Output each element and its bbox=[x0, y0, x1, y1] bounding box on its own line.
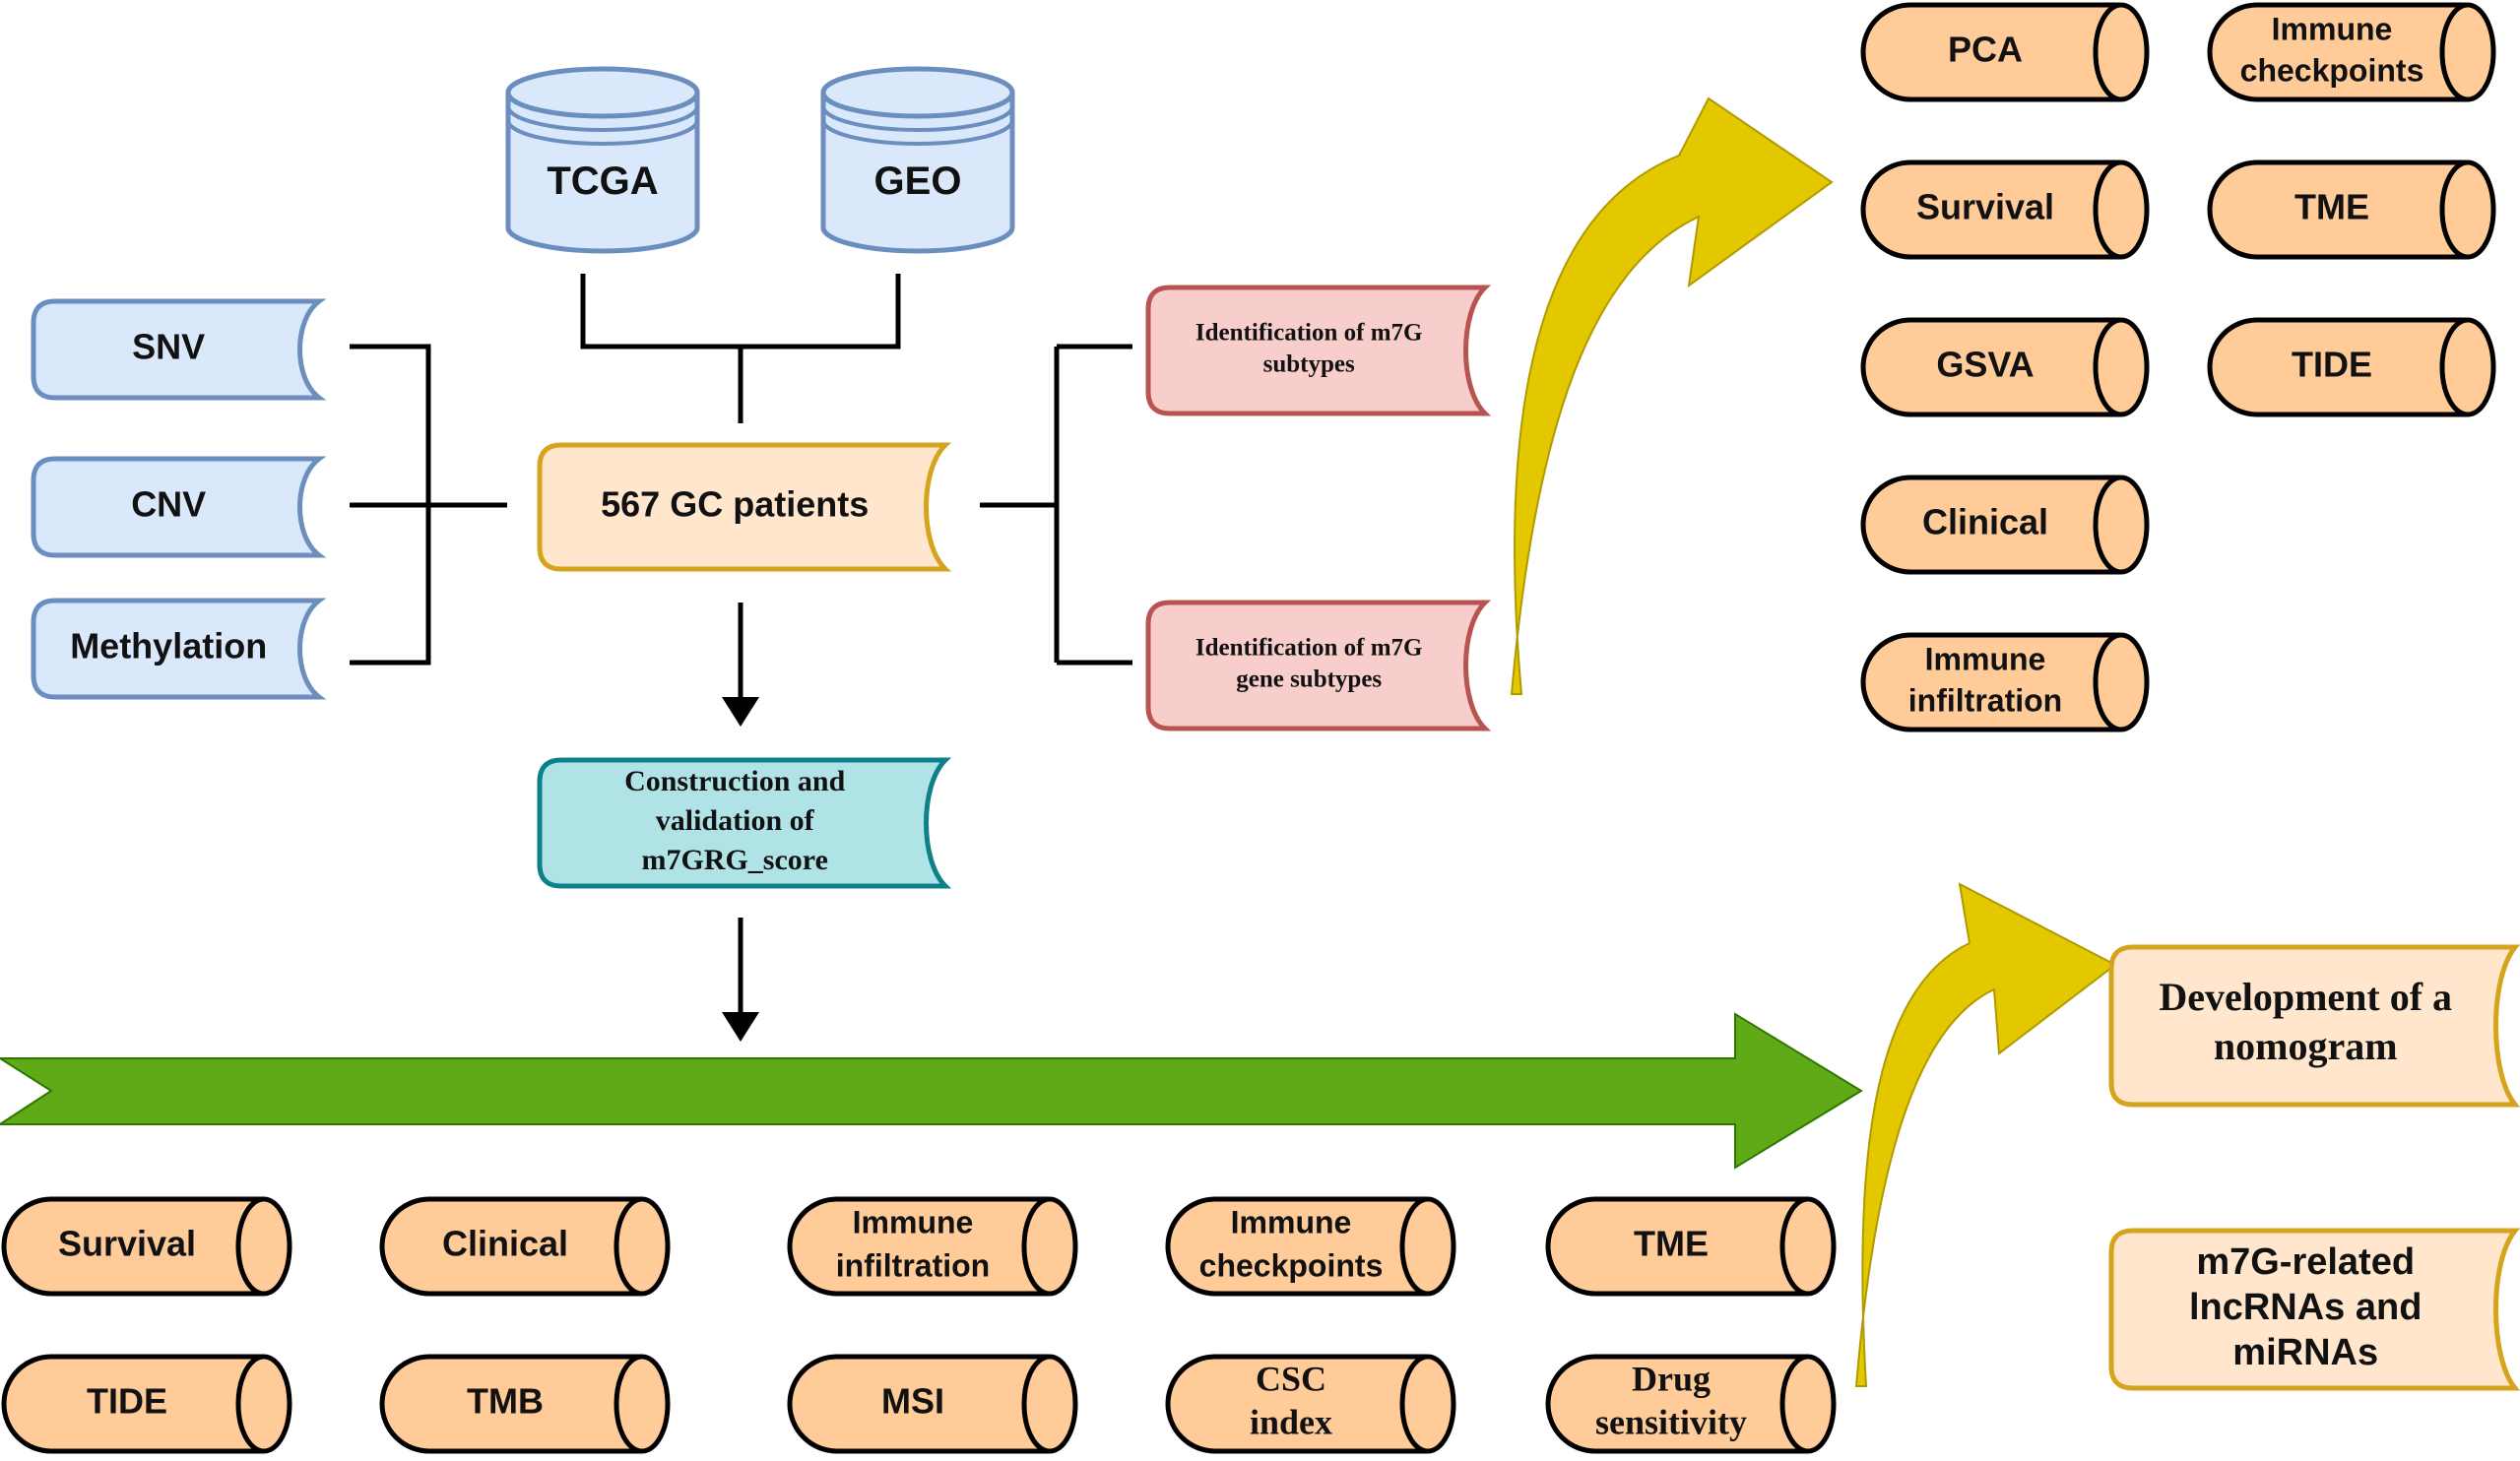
center-patients-text: 567 GC patients bbox=[601, 484, 869, 525]
center-patients-shape bbox=[537, 442, 952, 572]
center-patients: 567 GC patients bbox=[537, 442, 952, 572]
outcome-nomogram-shape bbox=[2108, 944, 2520, 1108]
subtype-analysis-4: Immune infiltration bbox=[1860, 632, 2150, 732]
score-box-text: validation of bbox=[656, 804, 815, 837]
score-analysis-2-text: infiltration bbox=[836, 1247, 990, 1283]
score-analysis-8: CSC index bbox=[1165, 1354, 1456, 1454]
subtype-analysis-0-text: PCA bbox=[1948, 30, 2023, 70]
score-analysis-4: TME bbox=[1545, 1196, 1837, 1297]
subtype-box-1-shape bbox=[1145, 600, 1492, 731]
score-analysis-1: Clinical bbox=[379, 1196, 671, 1297]
arrow-head-analyses bbox=[722, 1012, 759, 1042]
score-analysis-4-text: TME bbox=[1634, 1224, 1709, 1264]
omics-snv-text: SNV bbox=[132, 327, 205, 367]
subtype-analysis-2-text: GSVA bbox=[1936, 345, 2034, 385]
omics-snv: SNV bbox=[31, 298, 327, 401]
omics-methylation: Methylation bbox=[31, 598, 327, 700]
subtype-box-1-text: gene subtypes bbox=[1236, 667, 1382, 693]
database-tcga: TCGA bbox=[505, 66, 700, 254]
database-geo-label: GEO bbox=[874, 159, 962, 203]
outcome-lncrnas-shape bbox=[2108, 1228, 2520, 1391]
score-analysis-3: Immune checkpoints bbox=[1165, 1196, 1456, 1297]
score-analysis-7: MSI bbox=[787, 1354, 1078, 1454]
outcome-lncrnas-text: lncRNAs and bbox=[2189, 1287, 2422, 1328]
outcome-nomogram-text: Development of a bbox=[2159, 975, 2452, 1019]
subtype-box-1-text: Identification of m7G bbox=[1195, 635, 1423, 662]
subtype-analysis-7-text: TIDE bbox=[2292, 345, 2372, 385]
database-tcga-label: TCGA bbox=[547, 159, 658, 203]
outcome-nomogram-text: nomogram bbox=[2214, 1024, 2398, 1068]
score-analysis-6: TMB bbox=[379, 1354, 671, 1454]
subtype-analysis-7: TIDE bbox=[2207, 317, 2496, 417]
outcome-lncrnas-text: m7G-related bbox=[2196, 1241, 2415, 1283]
omics-cnv: CNV bbox=[31, 456, 327, 558]
score-analysis-0: Survival bbox=[1, 1196, 292, 1297]
subtype-connector bbox=[980, 344, 1132, 666]
outcome-lncrnas-text: miRNAs bbox=[2232, 1332, 2378, 1373]
score-analysis-6-text: TMB bbox=[467, 1381, 544, 1422]
score-analysis-8-text: index bbox=[1250, 1402, 1332, 1441]
omics-cnv-text: CNV bbox=[131, 484, 206, 525]
subtype-analysis-4-text: infiltration bbox=[1908, 682, 2062, 718]
score-analysis-0-text: Survival bbox=[58, 1224, 196, 1264]
score-analysis-3-text: checkpoints bbox=[1199, 1247, 1384, 1283]
subtype-box-0-text: subtypes bbox=[1263, 351, 1355, 378]
score-box-text: m7GRG_score bbox=[641, 844, 827, 876]
arrow-head-score bbox=[722, 697, 759, 727]
score-box-shape bbox=[537, 757, 952, 889]
outcome-nomogram: Development of a nomogram bbox=[2108, 944, 2520, 1108]
subtype-box-1: Identification of m7G gene subtypes bbox=[1145, 600, 1492, 731]
subtype-analysis-1-text: Survival bbox=[1916, 187, 2054, 227]
score-analysis-3-text: Immune bbox=[1231, 1204, 1352, 1239]
subtype-analysis-3: Clinical bbox=[1860, 475, 2150, 575]
score-analysis-8-text: CSC bbox=[1256, 1359, 1326, 1398]
score-analysis-7-text: MSI bbox=[881, 1381, 944, 1422]
subtype-analysis-4-text: Immune bbox=[1925, 641, 2046, 676]
green-arrow bbox=[0, 1012, 1863, 1170]
score-box-text: Construction and bbox=[624, 765, 846, 797]
score-box: Construction and validation of m7GRG_score bbox=[537, 757, 952, 889]
subtype-box-0-text: Identification of m7G bbox=[1195, 320, 1423, 347]
subtype-analysis-0: PCA bbox=[1860, 2, 2150, 102]
score-analysis-1-text: Clinical bbox=[442, 1224, 568, 1264]
subtype-analysis-5: Immune checkpoints bbox=[2207, 2, 2496, 102]
score-analysis-2: Immune infiltration bbox=[787, 1196, 1078, 1297]
score-analysis-9-text: Drug bbox=[1632, 1359, 1711, 1398]
omics-snv-shape bbox=[31, 298, 327, 401]
subtype-analysis-5-text: checkpoints bbox=[2240, 52, 2424, 88]
gold-arrow-lower bbox=[1854, 882, 2117, 1387]
subtype-analysis-2: GSVA bbox=[1860, 317, 2150, 417]
connectors bbox=[350, 274, 1132, 1024]
score-analysis-2-text: Immune bbox=[853, 1204, 974, 1239]
score-analysis-9-text: sensitivity bbox=[1595, 1402, 1747, 1441]
db-connector bbox=[580, 274, 901, 423]
subtype-box-0-shape bbox=[1145, 285, 1492, 416]
subtype-analysis-1: Survival bbox=[1860, 159, 2150, 260]
omics-methylation-shape bbox=[31, 598, 327, 700]
subtype-box-0: Identification of m7G subtypes bbox=[1145, 285, 1492, 416]
subtype-analysis-6-text: TME bbox=[2294, 187, 2369, 227]
score-analysis-5-text: TIDE bbox=[87, 1381, 167, 1422]
subtype-analysis-3-text: Clinical bbox=[1922, 502, 2048, 542]
omics-connector bbox=[350, 344, 507, 666]
omics-methylation-text: Methylation bbox=[70, 626, 267, 667]
omics-cnv-shape bbox=[31, 456, 327, 558]
database-geo: GEO bbox=[820, 66, 1015, 254]
score-analysis-5: TIDE bbox=[1, 1354, 292, 1454]
gold-arrow-upper bbox=[1510, 96, 1834, 695]
subtype-analysis-6: TME bbox=[2207, 159, 2496, 260]
score-analysis-9: Drug sensitivity bbox=[1545, 1354, 1837, 1454]
subtype-analysis-5-text: Immune bbox=[2272, 11, 2393, 46]
